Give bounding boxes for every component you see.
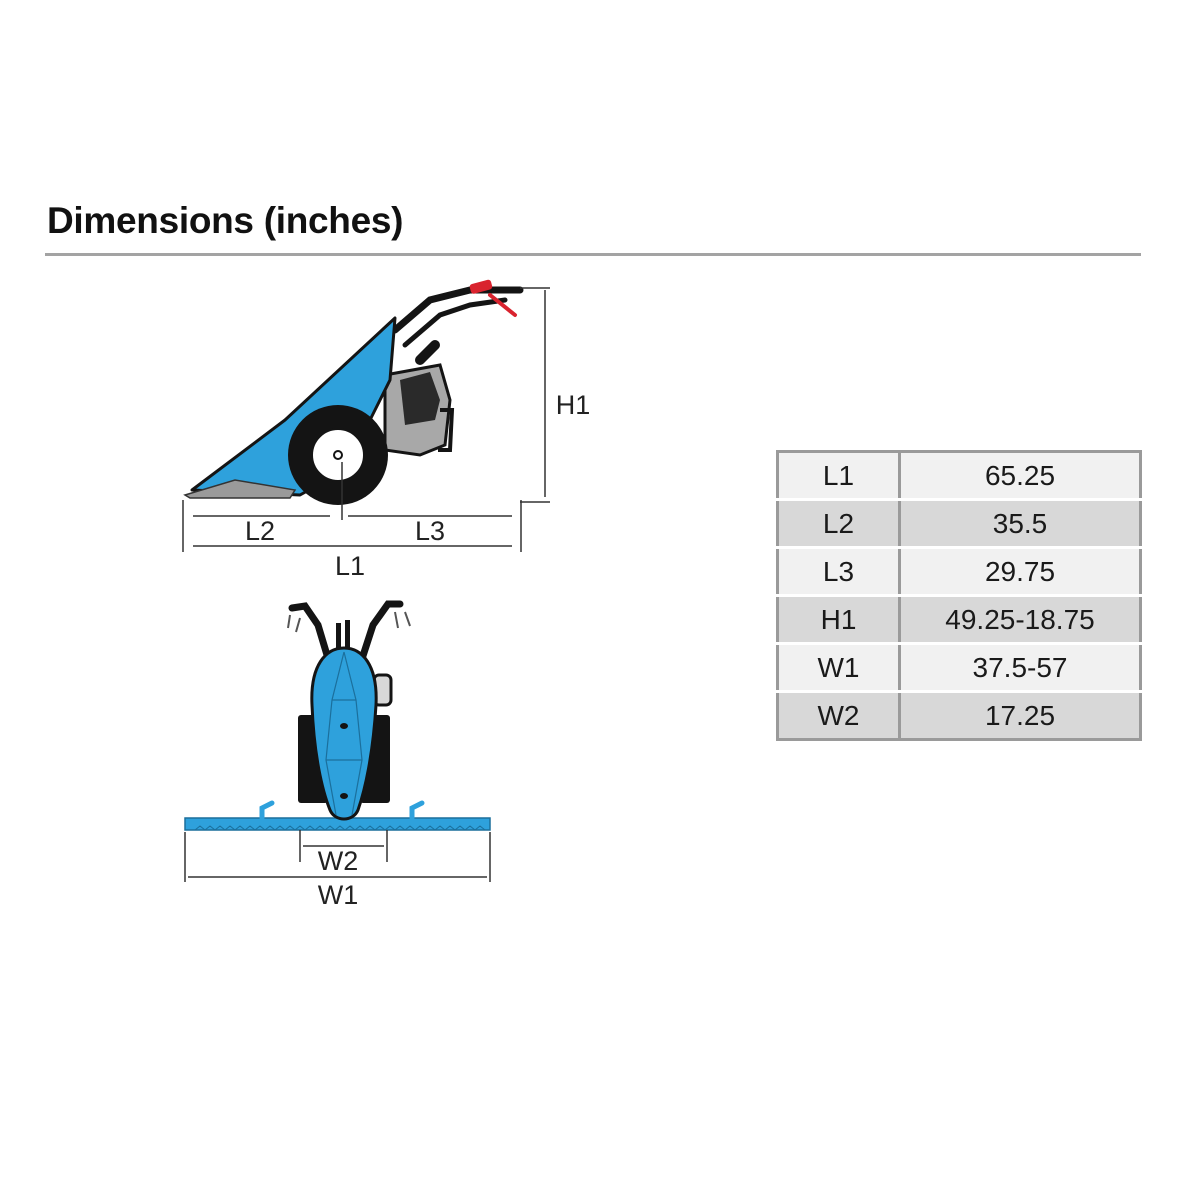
front-control-rod-2 xyxy=(345,620,350,652)
l2-label: L2 xyxy=(245,516,275,546)
table-row: L1 65.25 xyxy=(777,451,1141,501)
front-hood-bolt-top xyxy=(340,723,348,729)
w2-label: W2 xyxy=(318,846,359,876)
title-divider xyxy=(45,253,1141,256)
dimension-key: H1 xyxy=(777,595,901,645)
dimension-key: L1 xyxy=(777,451,901,501)
side-view-mower xyxy=(183,279,524,505)
table-row: L2 35.5 xyxy=(777,499,1141,549)
dimension-key: L2 xyxy=(777,499,901,549)
front-hood-facets xyxy=(325,651,363,816)
dimension-value: 35.5 xyxy=(899,499,1141,549)
side-view-dimensions xyxy=(182,287,550,552)
front-view-dimensions xyxy=(184,830,491,882)
l3-label: L3 xyxy=(415,516,445,546)
front-skid-left xyxy=(259,800,275,821)
dimension-key: L3 xyxy=(777,547,901,597)
front-skid-right xyxy=(409,800,425,821)
dimension-value: 65.25 xyxy=(899,451,1141,501)
side-handlebar xyxy=(391,286,524,334)
l1-label: L1 xyxy=(335,551,365,581)
dimensions-table: L1 65.25 L2 35.5 L3 29.75 H1 49.25-18.75… xyxy=(776,450,1142,741)
dimension-value: 17.25 xyxy=(899,691,1141,740)
front-left-grip-lever xyxy=(287,614,301,633)
dimension-value: 49.25-18.75 xyxy=(899,595,1141,645)
side-exhaust xyxy=(438,408,455,452)
front-control-rod xyxy=(336,623,341,653)
front-hood-bolt-bottom xyxy=(340,793,348,799)
side-handlebar-lower xyxy=(402,297,508,348)
side-control-knob xyxy=(415,340,440,365)
dimension-key: W1 xyxy=(777,643,901,693)
side-engine-block xyxy=(400,372,440,425)
front-blue-hood xyxy=(310,646,378,821)
h1-label: H1 xyxy=(556,390,591,420)
dimension-value: 37.5-57 xyxy=(899,643,1141,693)
w1-label: W1 xyxy=(318,880,359,910)
front-view-mower xyxy=(184,600,491,831)
side-red-lever-arm xyxy=(488,293,517,317)
side-cutter-bar xyxy=(183,479,297,499)
front-handlebar-right xyxy=(356,600,404,669)
dimension-value: 29.75 xyxy=(899,547,1141,597)
side-wheel-rim xyxy=(311,428,365,482)
front-handlebar-left xyxy=(288,602,334,669)
dimension-key: W2 xyxy=(777,691,901,740)
table-row: H1 49.25-18.75 xyxy=(777,595,1141,645)
table-row: W1 37.5-57 xyxy=(777,643,1141,693)
front-cutter-teeth xyxy=(194,825,486,831)
side-red-lever xyxy=(469,279,493,294)
side-wheel-hub xyxy=(333,450,343,460)
front-right-grip-lever xyxy=(394,611,411,629)
table-row: W2 17.25 xyxy=(777,691,1141,740)
page-title: Dimensions (inches) xyxy=(47,200,404,241)
table-row: L3 29.75 xyxy=(777,547,1141,597)
